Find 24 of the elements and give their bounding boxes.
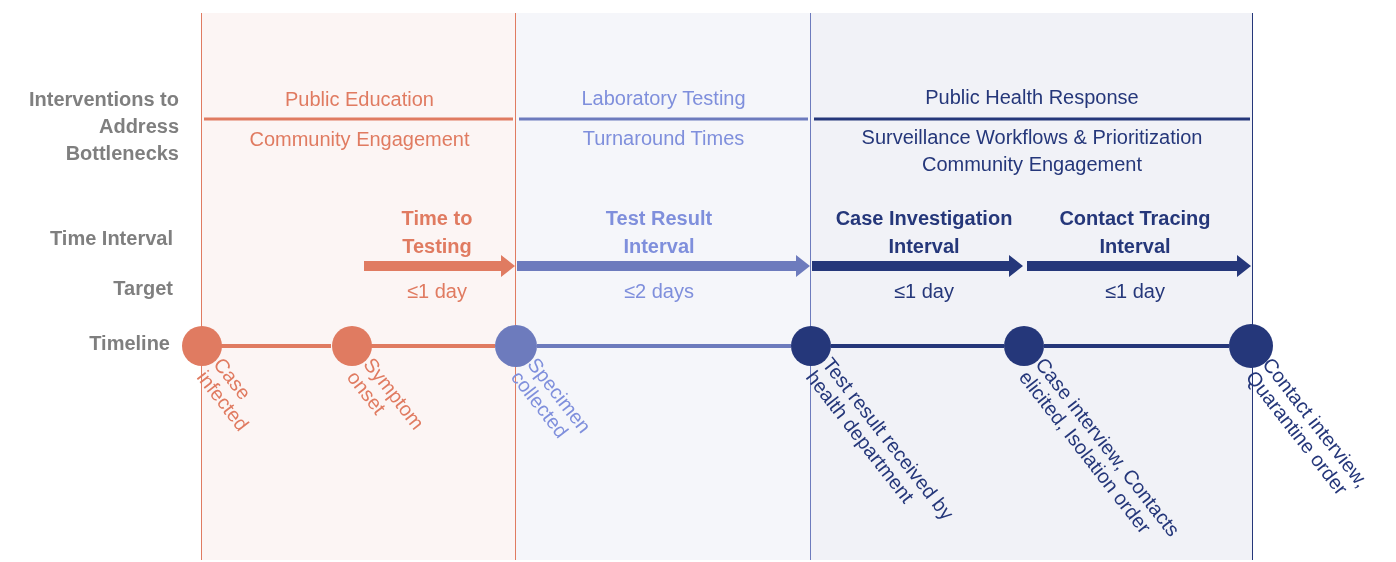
timeline-segment [831, 344, 1004, 348]
phase-heading: Laboratory Testing [580, 86, 747, 111]
phase-heading: Public Health Response [924, 85, 1140, 110]
row-header: Interventions to Address Bottlenecks [28, 87, 179, 166]
intervention-text: Turnaround Times [581, 126, 746, 151]
intervention-text: Community Engagement [920, 152, 1144, 177]
target-value: ≤1 day [1104, 279, 1166, 303]
interval-title: Time to Testing [400, 206, 474, 259]
row-header: Time Interval [48, 226, 173, 250]
target-value: ≤1 day [406, 279, 468, 303]
timeline-segment [537, 344, 791, 348]
row-header: Timeline [88, 331, 170, 355]
intervention-text: Surveillance Workflows & Prioritization [860, 125, 1204, 150]
timeline-segment [1044, 344, 1229, 348]
timeline-segment [371, 344, 495, 348]
target-value: ≤1 day [893, 279, 955, 303]
timeline-segment [221, 344, 331, 348]
interval-title: Contact Tracing Interval [1058, 206, 1212, 259]
row-header: Target [112, 276, 173, 300]
interval-title: Case Investigation Interval [834, 206, 1014, 259]
phase-heading: Public Education [284, 87, 435, 112]
intervention-text: Community Engagement [248, 127, 471, 152]
target-value: ≤2 days [623, 279, 695, 303]
interval-title: Test Result Interval [604, 206, 714, 259]
